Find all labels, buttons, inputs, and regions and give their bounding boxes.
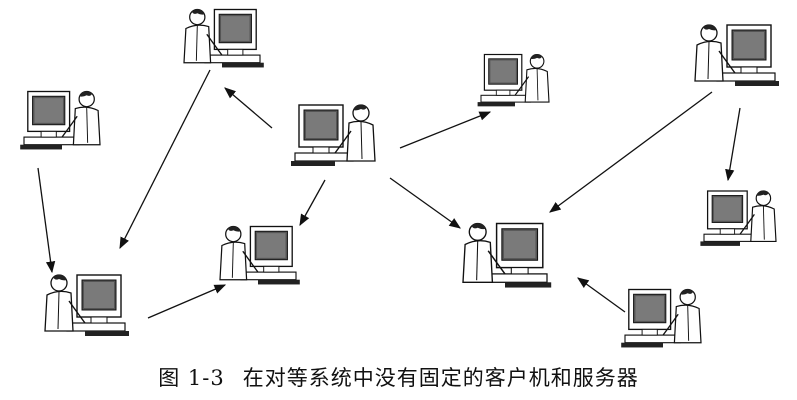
arrow-bottom-right-man-to-bottom-center-man (577, 277, 626, 313)
person-at-computer-icon (219, 225, 300, 285)
arrow-top-left-woman-to-bottom-left-woman (119, 69, 211, 250)
node-right-man (700, 190, 777, 246)
node-top-right-woman (694, 24, 779, 86)
arrow-center-to-top-middle-man (399, 111, 492, 149)
node-top-middle-man (477, 53, 550, 107)
person-at-computer-icon (621, 288, 702, 348)
node-center (291, 104, 376, 166)
node-middle-woman (219, 225, 300, 285)
person-at-computer-icon (694, 24, 779, 86)
node-bottom-right-man (621, 288, 702, 348)
person-at-computer-icon (44, 274, 129, 336)
person-at-computer-icon (291, 104, 376, 166)
person-at-computer-icon (462, 222, 552, 288)
person-at-computer-icon (183, 8, 264, 68)
figure-caption-text: 在对等系统中没有固定的客户机和服务器 (242, 366, 639, 390)
arrow-center-to-bottom-center-man (389, 177, 461, 229)
node-bottom-left-woman (44, 274, 129, 336)
figure-number: 图 1-3 (158, 366, 225, 390)
person-at-computer-icon (700, 190, 777, 246)
node-bottom-center-man (462, 222, 552, 288)
arrow-top-right-woman-to-right-man (725, 107, 741, 182)
arrow-left-man-to-bottom-left-woman (37, 167, 56, 274)
arrow-top-right-woman-to-bottom-center-man (549, 91, 713, 213)
arrow-bottom-left-woman-to-middle-woman (147, 284, 227, 319)
node-top-left-woman (183, 8, 264, 68)
arrow-center-to-middle-woman (299, 179, 326, 227)
person-at-computer-icon (20, 90, 101, 150)
figure-caption: 图 1-3 在对等系统中没有固定的客户机和服务器 (0, 362, 797, 392)
node-left-man (20, 90, 101, 150)
arrow-center-to-top-left-woman (224, 87, 273, 129)
person-at-computer-icon (477, 53, 550, 107)
